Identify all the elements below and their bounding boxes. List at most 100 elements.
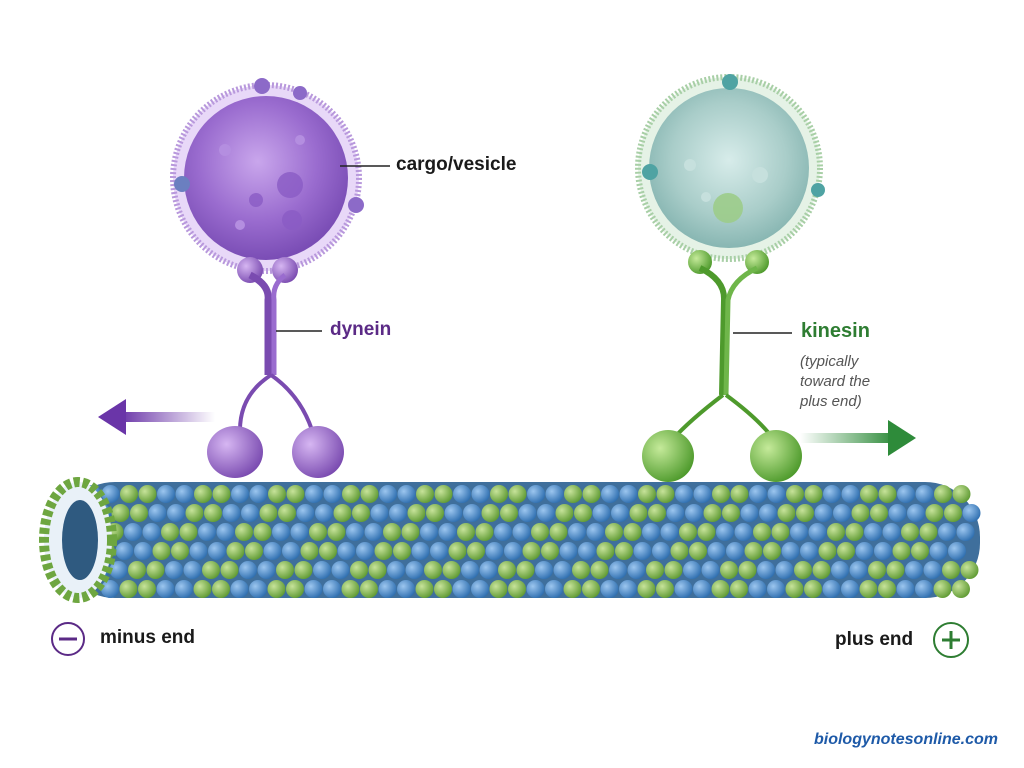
- tubulin-bead: [933, 580, 952, 598]
- tubulin-bead: [411, 542, 430, 560]
- tubulin-bead: [646, 561, 664, 579]
- tubulin-bead: [296, 504, 315, 522]
- tubulin-bead: [304, 580, 323, 598]
- tubulin-bead: [841, 580, 859, 598]
- tubulin-bead: [911, 542, 929, 560]
- tubulin-bead: [416, 485, 434, 503]
- tubulin-bead: [259, 504, 278, 522]
- tubulin-bead: [541, 542, 559, 560]
- tubulin-bead: [249, 485, 268, 503]
- tubulin-bead: [183, 561, 202, 579]
- tubulin-bead: [249, 580, 267, 598]
- plus-end-label: plus end: [835, 629, 914, 650]
- tubulin-bead: [494, 523, 512, 541]
- tubulin-bead: [823, 485, 841, 503]
- tubulin-bead: [194, 485, 212, 503]
- tubulin-bead: [804, 485, 823, 503]
- tubulin-bead: [323, 580, 341, 598]
- kinesin-motor: [642, 250, 802, 482]
- tubulin-bead: [198, 523, 216, 541]
- tubulin-bead: [563, 580, 582, 598]
- tubulin-bead: [666, 504, 685, 522]
- minus-end-label: minus end: [100, 627, 196, 648]
- tubulin-bead: [633, 542, 652, 560]
- tubulin-bead: [596, 542, 615, 560]
- tubulin-bead: [430, 542, 448, 560]
- tubulin-bead: [342, 485, 360, 503]
- tubulin-bead: [944, 504, 962, 522]
- tubulin-bead: [716, 523, 734, 541]
- tubulin-bead: [600, 580, 619, 598]
- kinesin-label: kinesin: [801, 320, 870, 342]
- tubulin-bead: [300, 542, 319, 560]
- tubulin-bead: [771, 523, 790, 541]
- tubulin-bead: [656, 485, 675, 503]
- tubulin-bead: [512, 523, 531, 541]
- tubulin-bead: [268, 485, 286, 503]
- tubulin-bead: [962, 504, 981, 522]
- tubulin-bead: [420, 523, 438, 541]
- tubulin-bead: [356, 542, 374, 560]
- tubulin-bead: [845, 523, 864, 541]
- tubulin-bead: [572, 561, 590, 579]
- tubulin-bead: [383, 523, 401, 541]
- tubulin-bead: [781, 542, 800, 560]
- tubulin-bead: [220, 561, 239, 579]
- tubulin-bead: [553, 561, 572, 579]
- tubulin-bead: [619, 485, 638, 503]
- tubulin-bead: [527, 485, 545, 503]
- tubulin-bead: [370, 504, 389, 522]
- tubulin-bead: [652, 542, 670, 560]
- tubulin-bead: [148, 504, 167, 522]
- tubulin-bead: [389, 504, 407, 522]
- tubulin-bead: [407, 504, 426, 522]
- tubulin-bead: [827, 523, 845, 541]
- tubulin-bead: [759, 504, 777, 522]
- tubulin-bead: [341, 580, 360, 598]
- tubulin-bead: [471, 580, 489, 598]
- tubulin-bead: [405, 561, 424, 579]
- tubulin-bead: [109, 561, 128, 579]
- tubulin-bead: [849, 561, 868, 579]
- tubulin-bead: [124, 523, 142, 541]
- tubulin-bead: [675, 485, 693, 503]
- tubulin-bead: [878, 485, 897, 503]
- tubulin-bead: [204, 504, 222, 522]
- tubulin-bead: [712, 485, 730, 503]
- tubulin-bead: [689, 542, 707, 560]
- tubulin-bead: [315, 504, 333, 522]
- tubulin-bead: [578, 542, 596, 560]
- tubulin-bead: [508, 580, 526, 598]
- tubulin-bead: [837, 542, 855, 560]
- tubulin-bead: [707, 542, 726, 560]
- tubulin-bead: [239, 561, 257, 579]
- tubulin-bead: [601, 485, 619, 503]
- tubulin-bead: [611, 504, 629, 522]
- tubulin-bead: [948, 542, 966, 560]
- tubulin-bead: [360, 580, 378, 598]
- tubulin-bead: [222, 504, 241, 522]
- tubulin-bead: [841, 485, 860, 503]
- tubulin-bead: [697, 523, 716, 541]
- tubulin-bead: [485, 542, 504, 560]
- tubulin-bead: [800, 542, 818, 560]
- tubulin-bead: [874, 542, 892, 560]
- tubulin-bead: [226, 542, 245, 560]
- tubulin-bead: [777, 504, 796, 522]
- tubulin-bead: [775, 561, 794, 579]
- tubulin-bead: [748, 580, 767, 598]
- tubulin-bead: [115, 542, 134, 560]
- tubulin-bead: [767, 485, 786, 503]
- tubulin-bead: [929, 542, 948, 560]
- tubulin-bead: [744, 542, 763, 560]
- tubulin-bead: [522, 542, 541, 560]
- tubulin-bead: [674, 580, 693, 598]
- tubulin-bead: [167, 504, 185, 522]
- tubulin-bead: [379, 485, 397, 503]
- tubulin-bead: [434, 580, 452, 598]
- tubulin-bead: [888, 504, 907, 522]
- tubulin-bead: [290, 523, 309, 541]
- tubulin-bead: [156, 580, 175, 598]
- tubulin-bead: [897, 485, 915, 503]
